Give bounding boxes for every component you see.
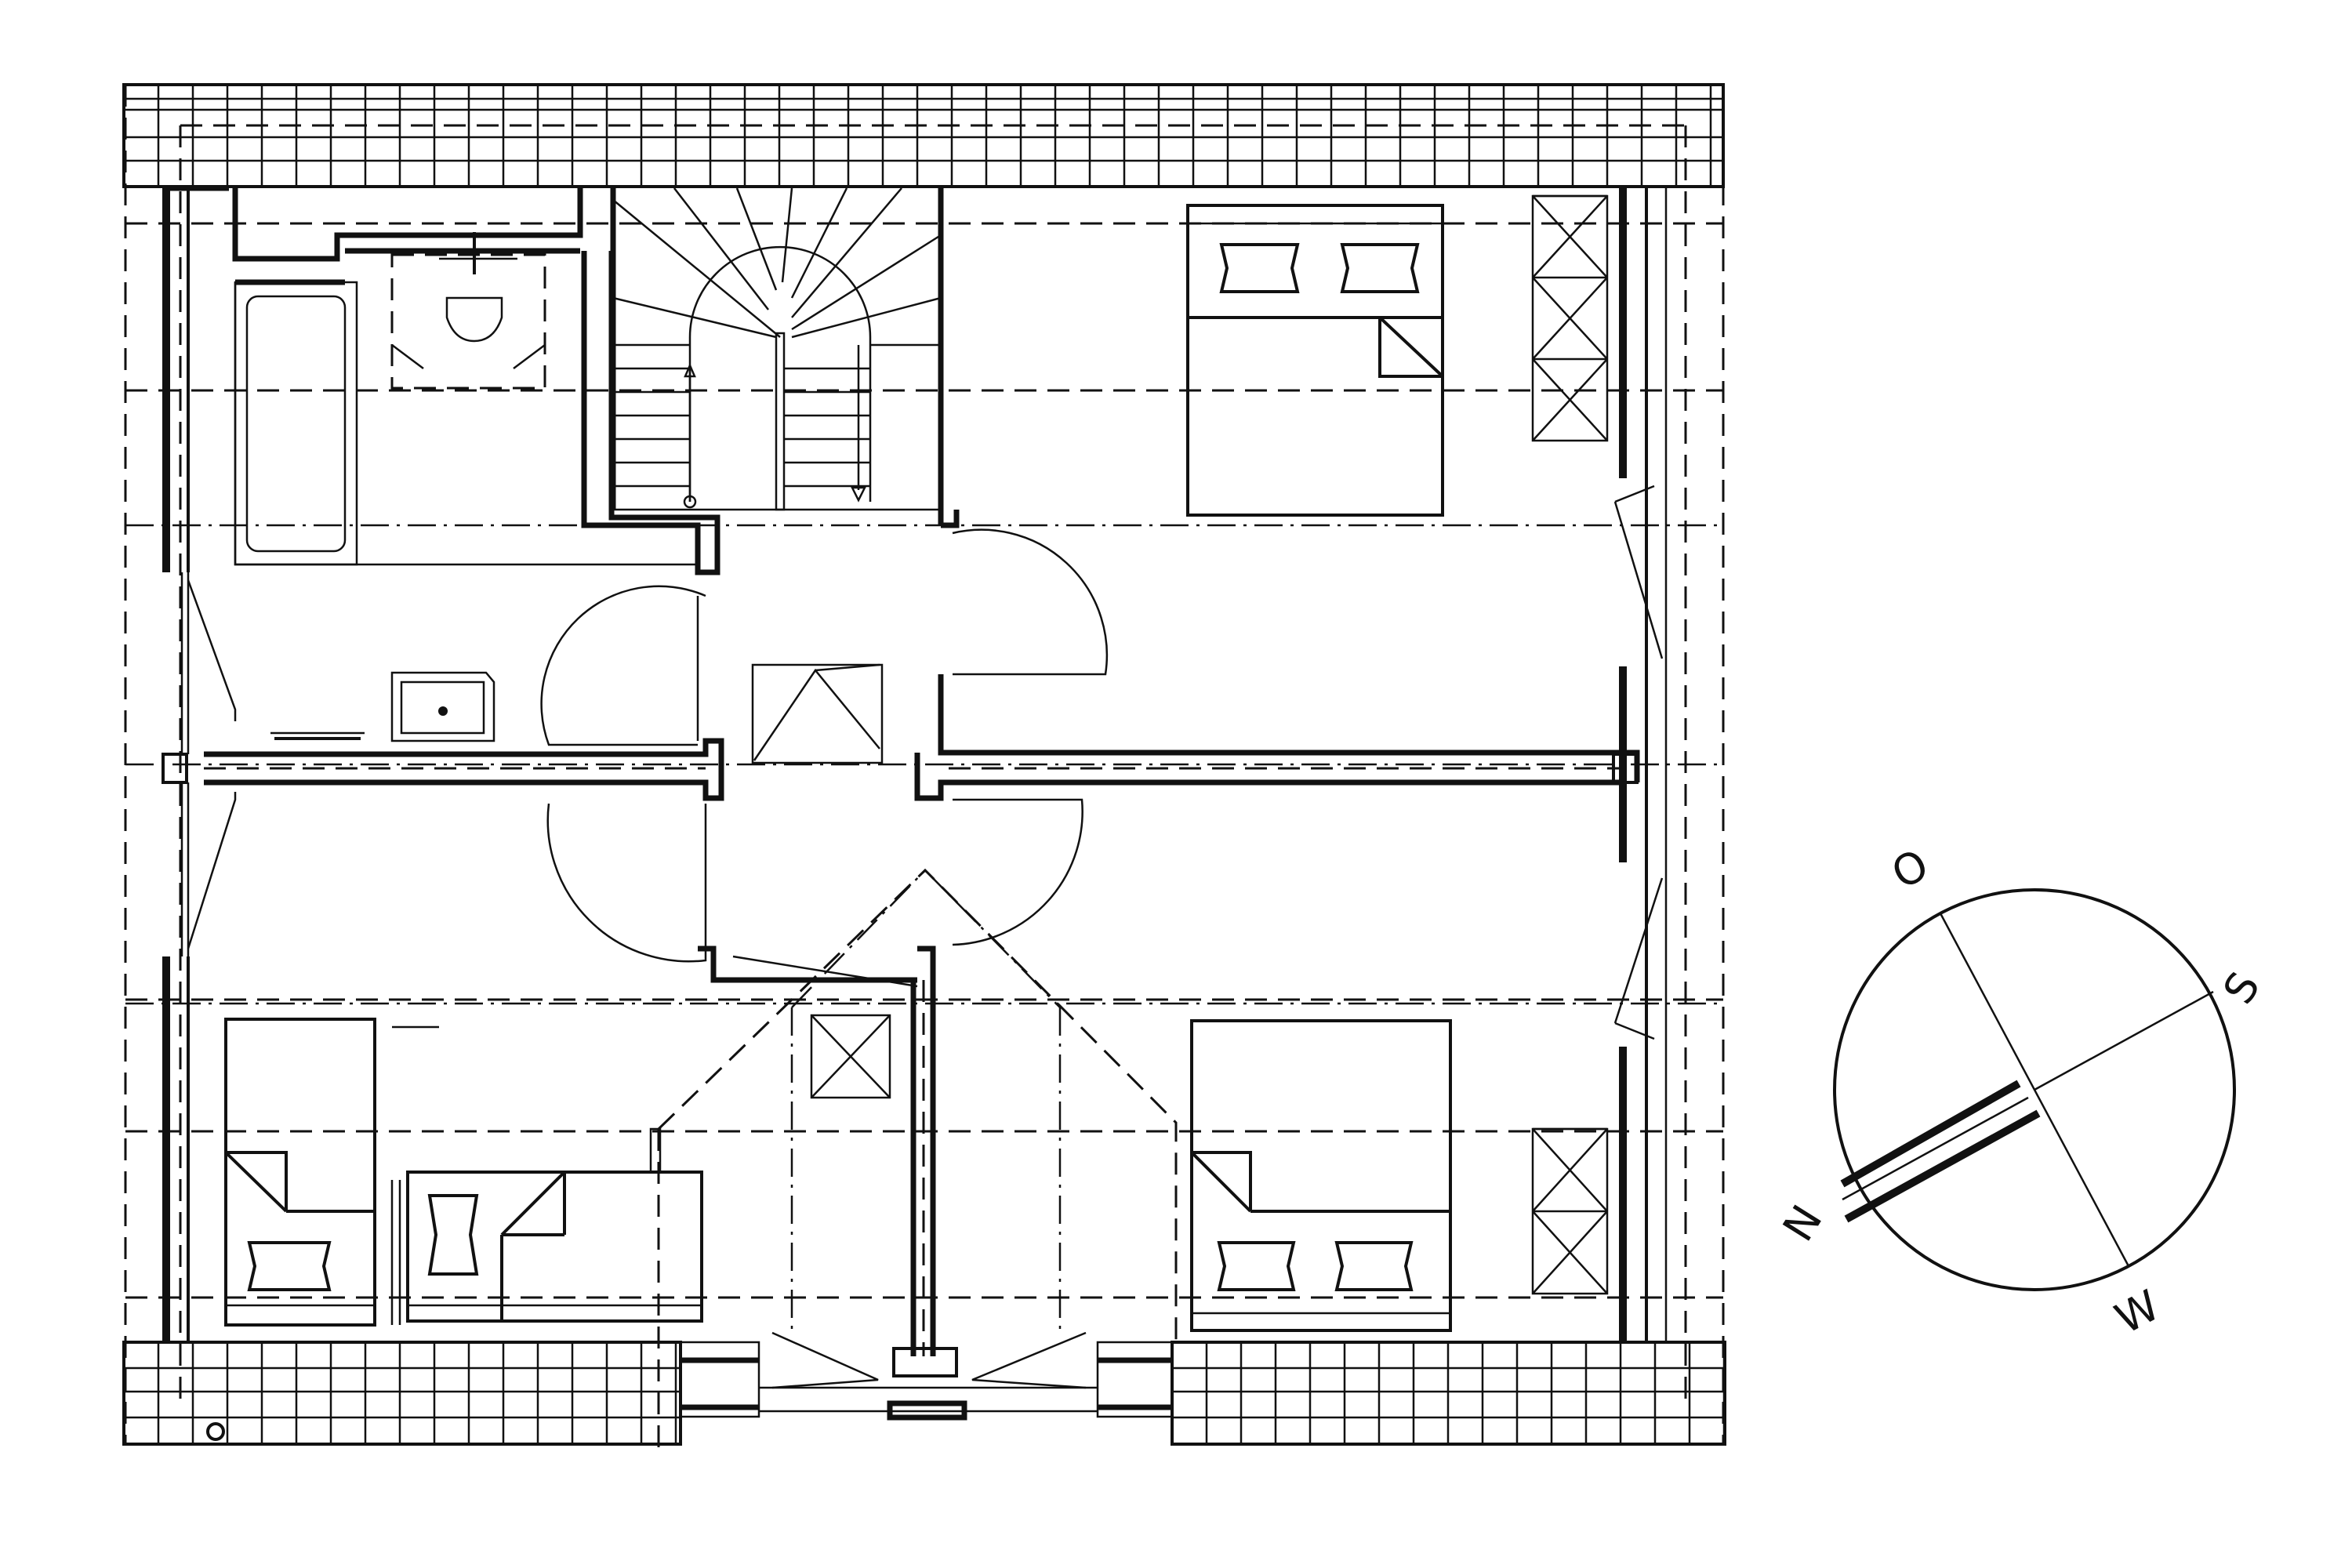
compass: O S N W <box>1773 840 2270 1344</box>
toilet <box>390 232 546 390</box>
compass-label-north: N <box>1773 1196 1832 1250</box>
window-right-upper <box>1613 478 1664 666</box>
interior-walls <box>204 510 1640 1356</box>
wardrobe-bottom <box>1531 1127 1609 1295</box>
balcony-doors <box>679 1331 1174 1421</box>
downpipe-marker <box>206 1422 225 1441</box>
bathroom-walls <box>232 188 720 575</box>
staircase <box>610 187 944 525</box>
roof-tiles-bottom <box>122 1341 1726 1446</box>
compass-label-east: O <box>1884 840 1936 899</box>
compass-needle <box>1840 1080 2041 1223</box>
single-bed-left <box>224 1018 376 1327</box>
double-bed-top <box>1186 204 1444 517</box>
roof-tiles-top <box>122 83 1725 188</box>
outer-outline <box>124 85 1725 1444</box>
window-left-lower <box>180 782 237 956</box>
sink <box>270 671 495 742</box>
window-left-upper <box>180 572 237 754</box>
window-right-lower <box>1613 862 1664 1047</box>
sofa-bed <box>390 1025 703 1325</box>
skylight-hall <box>751 663 884 764</box>
compass-label-south: S <box>2214 964 2270 1012</box>
wardrobe-top <box>1531 194 1609 442</box>
compass-label-west: W <box>2107 1280 2168 1344</box>
bathtub <box>234 281 358 566</box>
skylight-small <box>810 1014 891 1099</box>
hall-doors <box>540 528 1109 963</box>
compass-axis-s <box>2034 990 2214 1091</box>
dormer-outline <box>657 868 1178 1450</box>
exterior-walls <box>162 185 1668 1342</box>
double-bed-bottom <box>1190 1019 1452 1332</box>
compass-ring <box>1833 888 2236 1291</box>
